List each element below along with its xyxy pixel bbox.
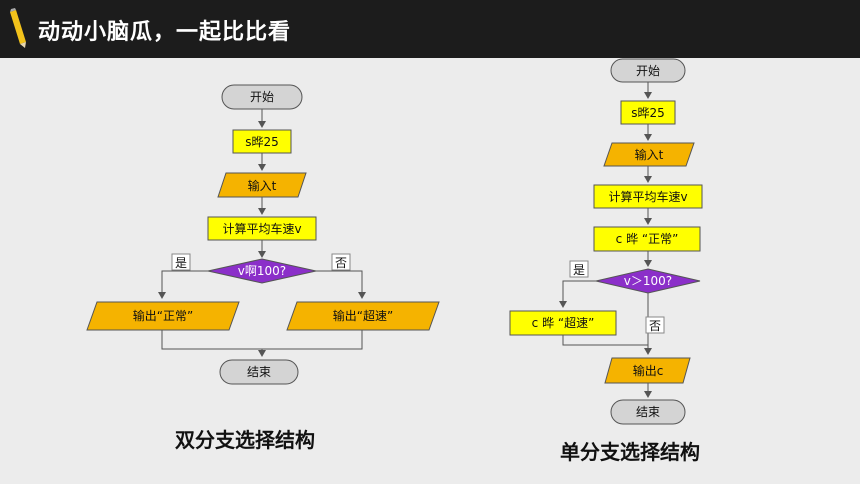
yes-tag [171,253,191,271]
input-parallelogram [217,172,307,198]
decision-diamond [207,258,317,284]
merge-line [161,330,363,350]
decision-diamond [595,268,701,294]
pencil-icon [10,8,26,48]
start-terminal [610,58,686,83]
yes-tag [569,260,589,278]
output-speeding-label: 输出“超速” [333,308,393,323]
end-terminal [610,399,686,425]
yes-label: 是 [175,256,187,270]
start-terminal [221,84,303,110]
assign-box [620,100,676,125]
decision-label: v＞100? [624,274,672,288]
assign-speeding-box [509,310,617,336]
assign-label: s晔25 [631,106,665,120]
right-flowchart: 开始 s晔25 输入t 计算平均车速v c 晔 “正常” v＞100? 是 否 … [509,58,703,425]
output-normal-label: 输出“正常” [133,308,193,323]
end-label: 结束 [247,365,271,379]
assign-label: s晔25 [245,135,279,149]
double-branch-caption: 双分支选择结构 [175,428,315,452]
assign-normal-box [593,226,701,252]
input-label: 输入t [635,147,664,162]
no-tag [331,253,351,271]
yes-branch-line [559,280,596,308]
yes-label: 是 [573,263,585,277]
decision-label: v啊100? [238,264,286,278]
compute-box [593,184,703,209]
output-normal-parallelogram [86,301,240,331]
end-label: 结束 [636,405,660,419]
compute-label: 计算平均车速v [222,221,301,236]
assign-normal-label: c 晔 “正常” [616,232,679,246]
input-parallelogram [603,142,695,167]
single-branch-caption: 单分支选择结构 [560,440,700,464]
header-bar [0,0,860,58]
start-label: 开始 [636,64,660,78]
no-tag [645,316,665,334]
compute-label: 计算平均车速v [608,189,687,204]
assign-box [232,129,292,154]
left-flowchart: 开始 s晔25 输入t 计算平均车速v v啊100? 是 否 输出“正常” 输出… [86,84,440,385]
yes-branch-line [158,270,208,299]
no-label: 否 [649,319,661,333]
start-label: 开始 [250,90,274,104]
input-label: 输入t [248,178,277,193]
no-branch-line [316,270,366,299]
no-label: 否 [335,256,347,270]
output-speeding-parallelogram [286,301,440,331]
assign-speeding-label: c 晔 “超速” [532,315,595,330]
page-title: 动动小脑瓜，一起比比看 [38,20,292,45]
merge-line [562,335,648,346]
end-terminal [219,359,299,385]
compute-box [207,216,317,241]
output-parallelogram [604,357,691,384]
output-label: 输出c [633,363,664,378]
